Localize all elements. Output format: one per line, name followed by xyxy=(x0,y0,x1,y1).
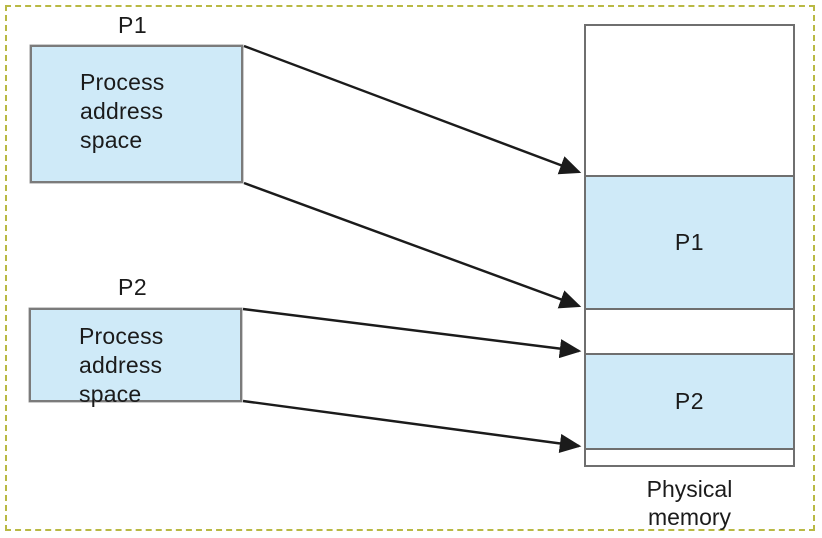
process-address-space-box-p1: Process address space xyxy=(30,45,243,183)
arrow-p2-top-to-memory xyxy=(242,307,582,359)
process-heading-p1: P1 xyxy=(118,12,148,38)
arrow-p2-bottom-to-memory xyxy=(242,399,582,453)
memory-segment-free-top xyxy=(586,26,793,175)
process-address-space-label-p1: Process address space xyxy=(80,69,165,153)
arrow-p1-top-to-memory xyxy=(243,44,582,175)
process-address-space-box-p2: Process address space xyxy=(29,308,242,407)
physical-memory-column: P1 P2 xyxy=(584,24,795,467)
memory-segment-p1: P1 xyxy=(586,177,793,308)
memory-segment-free-middle xyxy=(586,310,793,353)
arrow-p1-bottom-to-memory xyxy=(243,181,582,309)
process-address-space-label-p2: Process address space xyxy=(79,323,164,407)
memory-divider-1 xyxy=(586,175,793,177)
memory-segment-free-bottom xyxy=(586,450,793,465)
memory-divider-4 xyxy=(586,448,793,450)
memory-divider-3 xyxy=(586,353,793,355)
memory-segment-label-p1: P1 xyxy=(674,229,705,255)
memory-segment-label-p2: P2 xyxy=(674,388,705,414)
process-heading-p2: P2 xyxy=(118,274,148,300)
memory-divider-2 xyxy=(586,308,793,310)
memory-segment-p2: P2 xyxy=(586,355,793,448)
physical-memory-caption: Physical memory xyxy=(646,476,733,530)
